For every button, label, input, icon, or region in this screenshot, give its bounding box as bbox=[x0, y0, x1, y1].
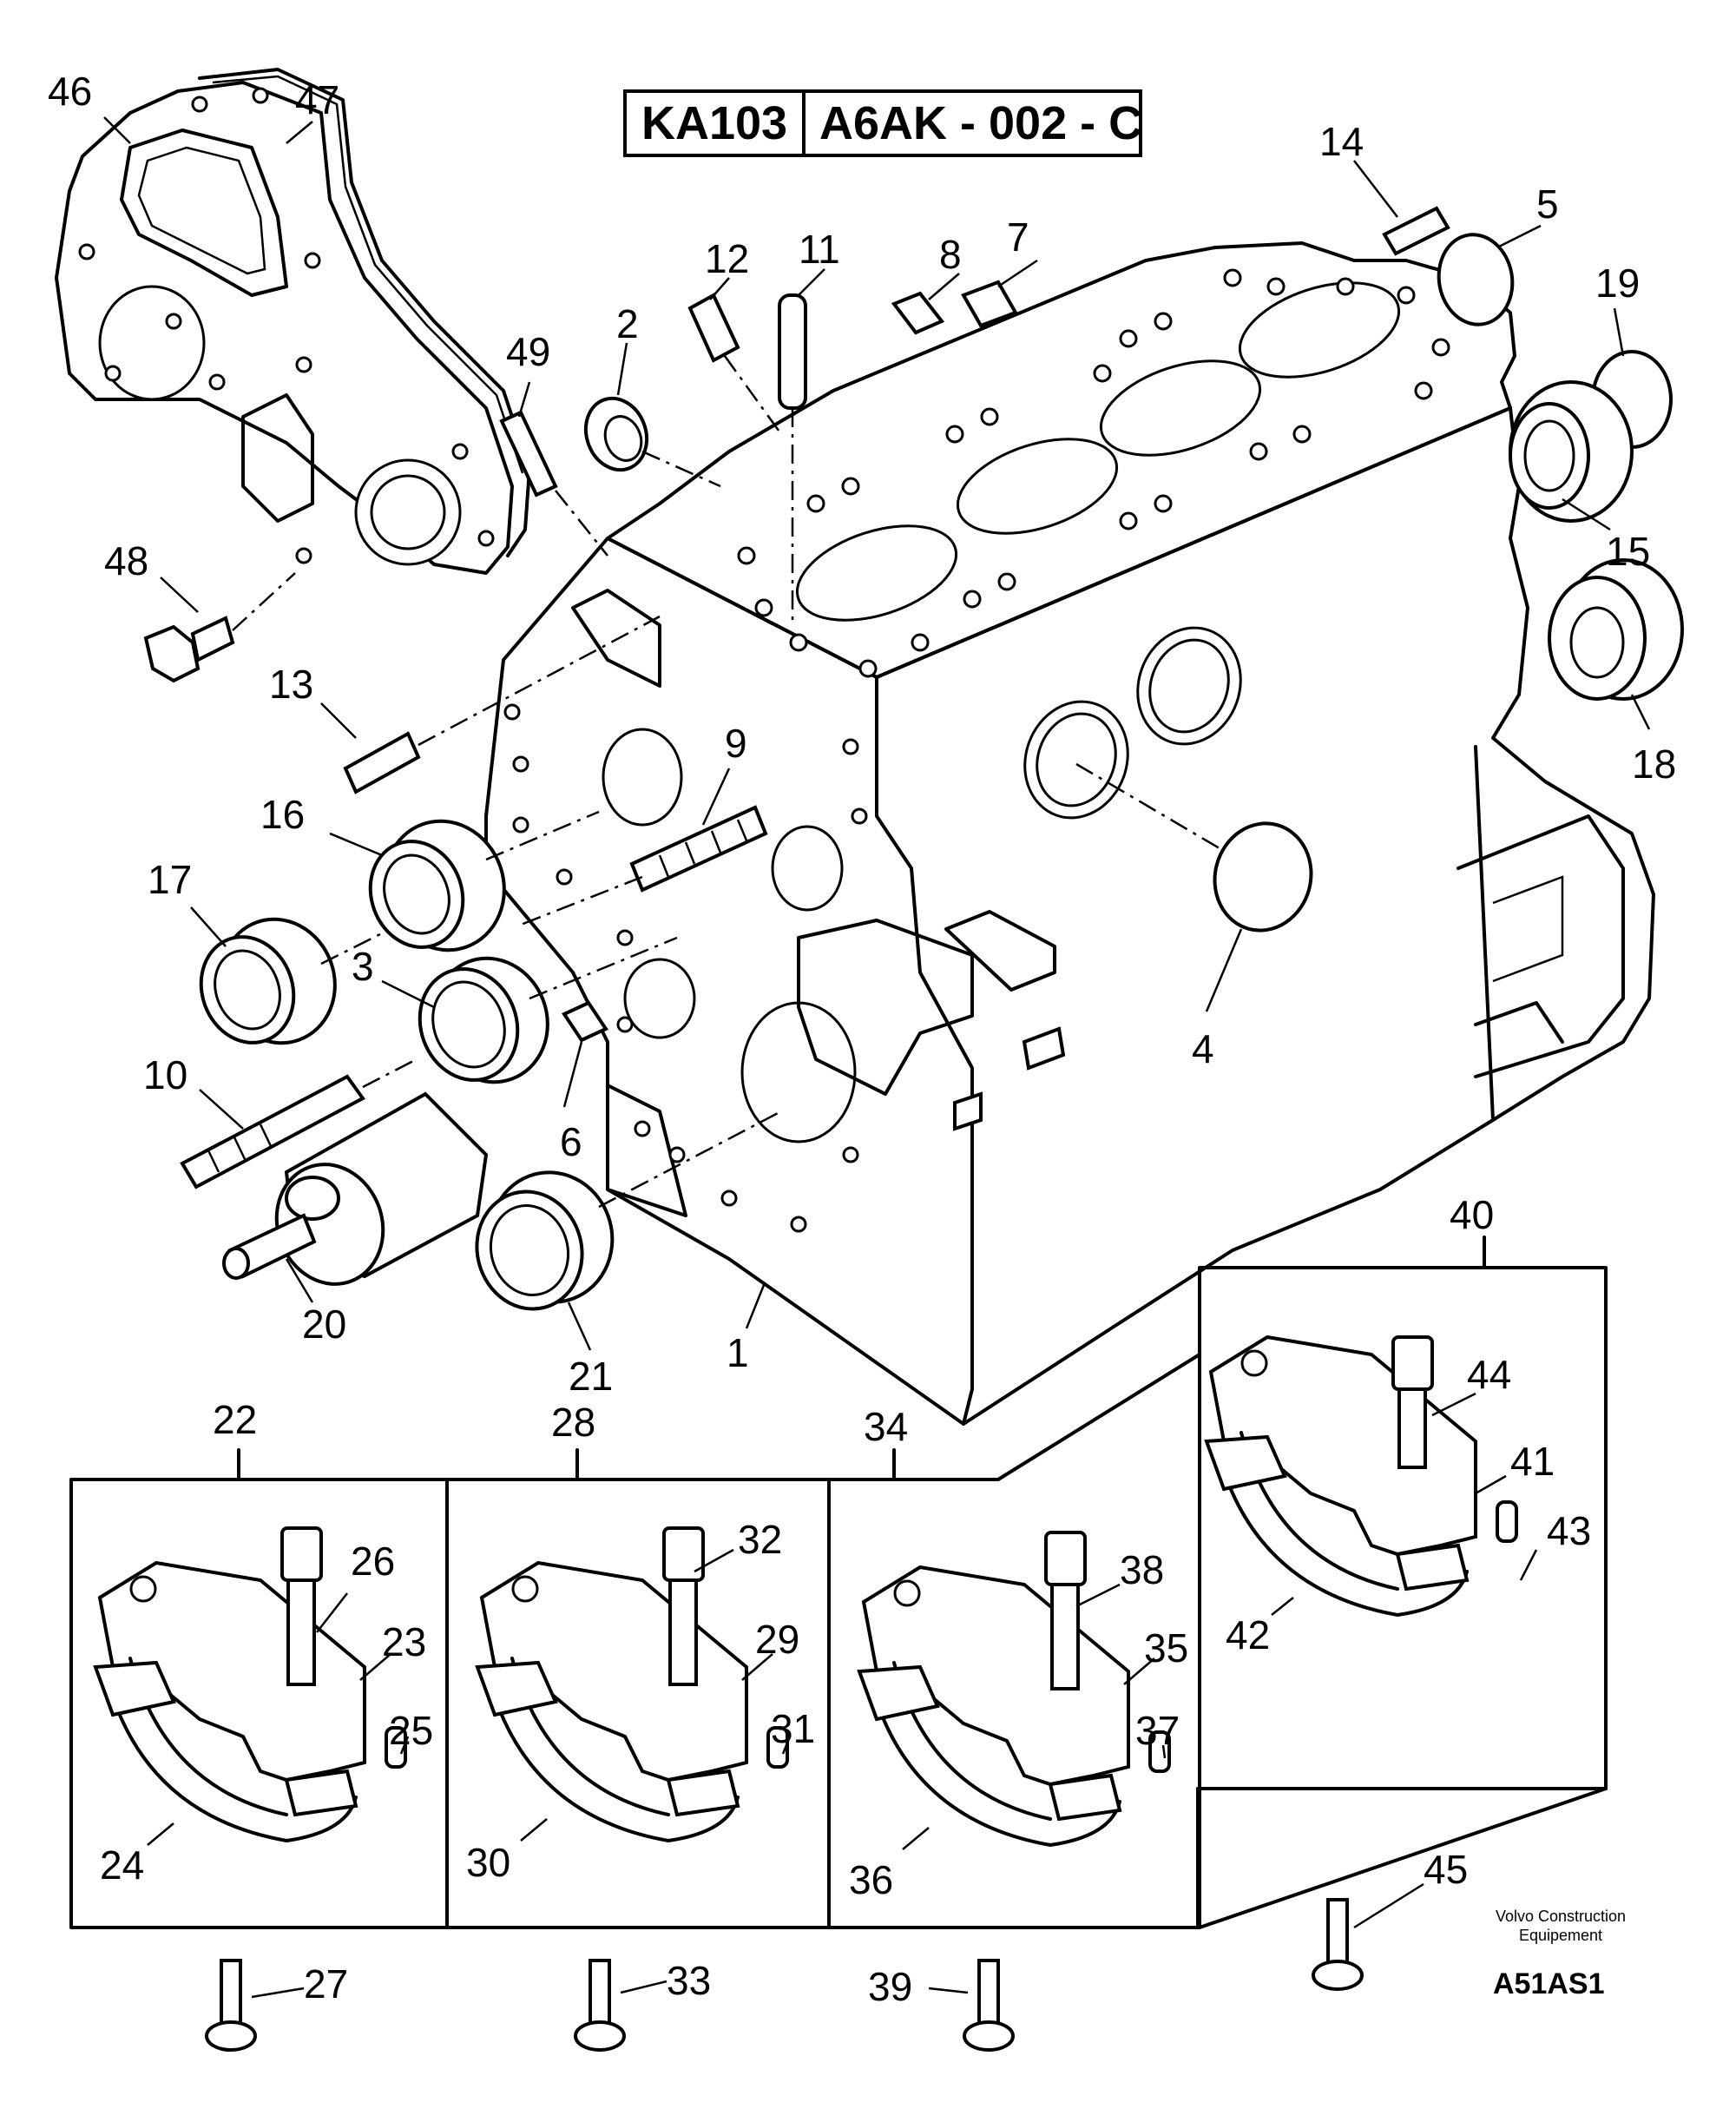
bolt-48 bbox=[143, 572, 296, 683]
callout-40: 40 bbox=[1450, 1192, 1495, 1237]
callout-41: 41 bbox=[1510, 1439, 1555, 1484]
callout-11: 11 bbox=[799, 227, 840, 272]
bearing-cap-22 bbox=[93, 1526, 407, 1842]
model-code: KA103 bbox=[627, 93, 806, 154]
callout-19: 19 bbox=[1595, 260, 1641, 306]
callout-2: 2 bbox=[616, 301, 639, 346]
figure-code: A51AS1 bbox=[1493, 1967, 1605, 2000]
callout-28: 28 bbox=[551, 1400, 596, 1445]
cap-4 bbox=[1075, 762, 1313, 932]
bushing-16 bbox=[368, 810, 600, 952]
timing-cover bbox=[55, 68, 531, 575]
callout-25: 25 bbox=[389, 1708, 434, 1753]
callout-48: 48 bbox=[104, 538, 149, 583]
callout-43: 43 bbox=[1547, 1508, 1592, 1553]
callout-39: 39 bbox=[868, 1964, 913, 2009]
bushing-17 bbox=[199, 917, 383, 1045]
pin-13 bbox=[343, 615, 661, 794]
callout-22: 22 bbox=[213, 1397, 258, 1442]
callout-34: 34 bbox=[864, 1404, 909, 1449]
drawing-code: A6AK - 002 - C bbox=[819, 97, 1143, 149]
callout-27: 27 bbox=[304, 1961, 349, 2007]
callout-44: 44 bbox=[1467, 1352, 1512, 1397]
bolt-33 bbox=[574, 1959, 626, 2052]
pin-12 bbox=[687, 293, 783, 435]
callout-5: 5 bbox=[1536, 181, 1559, 227]
bolt-39 bbox=[963, 1959, 1015, 2052]
callout-16: 16 bbox=[260, 792, 306, 837]
callout-3: 3 bbox=[352, 944, 374, 989]
drawing-title-box: KA103 A6AK - 002 - C bbox=[623, 89, 1142, 157]
stud-10 bbox=[180, 1058, 418, 1190]
bearing-15 bbox=[1509, 380, 1634, 523]
bearing-cap-40 bbox=[1204, 1334, 1518, 1617]
callout-17: 17 bbox=[148, 857, 193, 902]
callout-38: 38 bbox=[1120, 1547, 1165, 1592]
leader-lines bbox=[103, 116, 1651, 1999]
seal-2 bbox=[583, 396, 721, 488]
callout-36: 36 bbox=[849, 1857, 894, 1902]
callout-26: 26 bbox=[351, 1539, 396, 1584]
callout-12: 12 bbox=[705, 236, 750, 281]
pin-11 bbox=[778, 293, 807, 625]
seal-18 bbox=[1548, 558, 1684, 701]
brand-line-2: Equipement bbox=[1518, 1927, 1603, 1944]
ring-3 bbox=[418, 936, 678, 1084]
callout-14: 14 bbox=[1319, 119, 1364, 164]
bushing-21 bbox=[475, 1110, 782, 1311]
brand-line-1: Volvo Construction bbox=[1495, 1908, 1627, 1925]
callout-8: 8 bbox=[939, 232, 962, 277]
callout-37: 37 bbox=[1135, 1708, 1180, 1753]
callout-29: 29 bbox=[755, 1617, 800, 1662]
callout-46: 46 bbox=[48, 69, 93, 114]
callout-18: 18 bbox=[1632, 741, 1677, 787]
bearing-cap-panel bbox=[69, 1236, 1608, 1929]
bolt-45 bbox=[1312, 1898, 1364, 1991]
callout-15: 15 bbox=[1606, 529, 1651, 574]
callout-20: 20 bbox=[302, 1302, 347, 1347]
callout-42: 42 bbox=[1226, 1612, 1271, 1657]
bolt-27 bbox=[205, 1959, 257, 2052]
pin-7 bbox=[961, 280, 1018, 328]
shaft-20 bbox=[222, 1091, 489, 1286]
callout-7: 7 bbox=[1007, 214, 1029, 260]
pin-14 bbox=[1382, 206, 1450, 256]
callout-31: 31 bbox=[771, 1706, 816, 1751]
callout-45: 45 bbox=[1424, 1847, 1469, 1892]
cap-5 bbox=[1437, 233, 1515, 326]
pin-8 bbox=[891, 291, 945, 335]
callout-10: 10 bbox=[143, 1052, 188, 1097]
callout-24: 24 bbox=[100, 1842, 145, 1888]
callout-35: 35 bbox=[1144, 1625, 1189, 1671]
callout-32: 32 bbox=[738, 1517, 783, 1562]
callout-23: 23 bbox=[382, 1619, 427, 1664]
callout-13: 13 bbox=[269, 662, 314, 707]
callout-30: 30 bbox=[466, 1840, 511, 1885]
callout-4: 4 bbox=[1192, 1026, 1214, 1071]
bearing-cap-28 bbox=[475, 1526, 789, 1842]
callout-1: 1 bbox=[727, 1330, 749, 1375]
engine-block bbox=[484, 241, 1655, 1426]
stud-49 bbox=[499, 410, 608, 557]
callout-33: 33 bbox=[667, 1958, 712, 2003]
callout-21: 21 bbox=[569, 1354, 614, 1399]
callout-49: 49 bbox=[506, 329, 551, 374]
stud-9 bbox=[520, 805, 768, 926]
pin-6 bbox=[562, 1000, 608, 1043]
brand-credit: Volvo Construction Equipement bbox=[1457, 1907, 1665, 1945]
callout-47: 47 bbox=[295, 77, 340, 122]
callout-6: 6 bbox=[560, 1119, 582, 1164]
callout-9: 9 bbox=[725, 721, 747, 766]
bearing-cap-34 bbox=[857, 1531, 1171, 1847]
